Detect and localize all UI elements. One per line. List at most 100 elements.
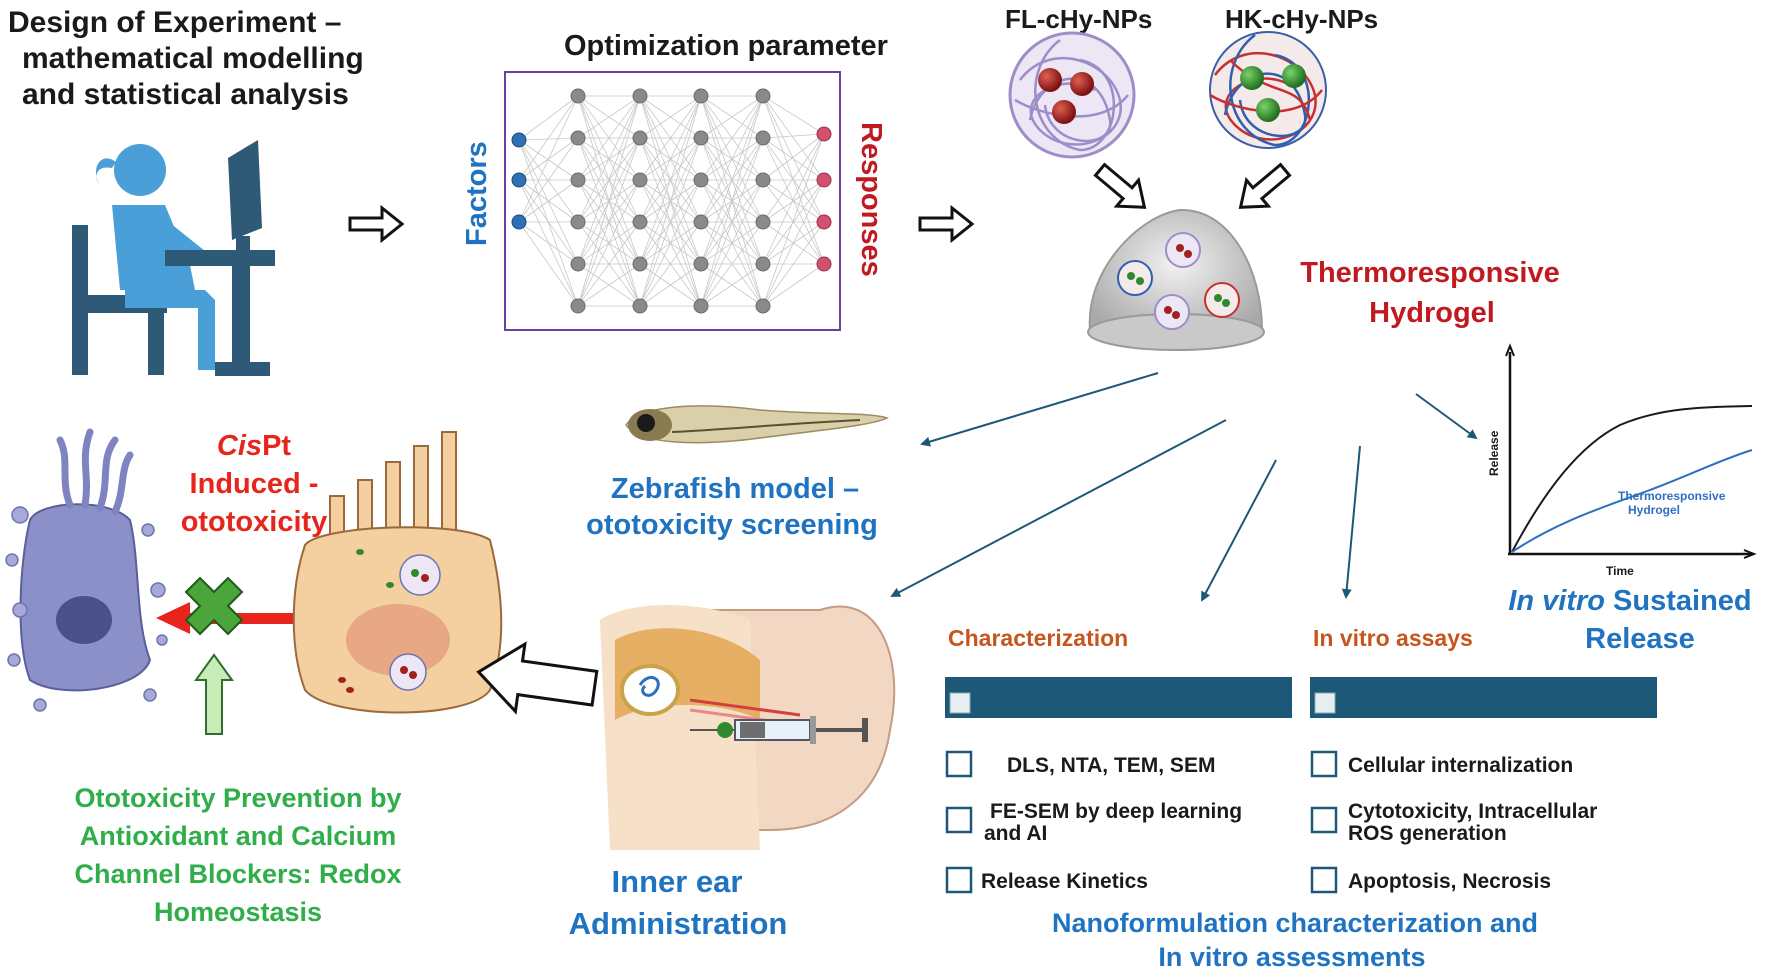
hidden-node: [632, 130, 648, 146]
characterization-heading: Characterization: [948, 625, 1128, 651]
characterization-bar-checkbox: [949, 692, 971, 714]
network-edge: [577, 95, 641, 307]
network-edge: [639, 179, 702, 307]
network-edge: [700, 137, 764, 307]
in-vitro-checkbox-3: [1310, 866, 1338, 894]
hidden-node: [755, 172, 771, 188]
hidden-node: [570, 130, 586, 146]
hydrogel-label-line1: Thermoresponsive: [1300, 257, 1559, 289]
release-caption-rest: Sustained: [1605, 585, 1752, 617]
factor-node: [511, 132, 527, 148]
network-edge: [518, 221, 579, 307]
hidden-node: [632, 172, 648, 188]
network-edge: [700, 263, 764, 307]
in-vitro-bar-checkbox: [1314, 692, 1336, 714]
neural-network-nodes: [511, 88, 832, 314]
hydrogel-output-arrows: [890, 372, 1478, 602]
hydrogel-drop-icon: [1087, 208, 1265, 351]
in-vitro-item-3: Apoptosis, Necrosis: [1348, 870, 1551, 893]
network-edge: [700, 95, 764, 223]
footer-line2: In vitro assessments: [1158, 942, 1425, 971]
zebrafish-label-line2: ototoxicity screening: [586, 509, 878, 541]
hidden-node: [755, 298, 771, 314]
network-edge: [577, 95, 641, 139]
network-edge: [639, 95, 702, 139]
hidden-node: [693, 214, 709, 230]
network-edge: [762, 133, 825, 307]
network-edge: [639, 137, 702, 307]
cispt-line1: CisPt: [217, 430, 291, 462]
fl-nanoparticle-icon: [1008, 31, 1136, 159]
characterization-bar: [945, 677, 1292, 718]
prevention-line2: Antioxidant and Calcium: [80, 821, 397, 851]
neural-network-edges: [518, 95, 825, 307]
arrow-right-outline-1: [348, 204, 405, 244]
hair-cell-icon: [292, 431, 503, 714]
network-edge: [762, 179, 825, 307]
design-title-line1: Design of Experiment –: [8, 6, 341, 39]
network-edge: [700, 179, 764, 307]
hidden-node: [755, 130, 771, 146]
network-edge: [762, 133, 825, 265]
network-edge: [639, 263, 702, 307]
network-edge: [518, 221, 579, 265]
network-edge: [577, 137, 641, 307]
network-edge: [762, 95, 825, 135]
release-chart-ylabel: Release: [1487, 430, 1501, 476]
network-edge: [518, 139, 579, 181]
hidden-node: [570, 298, 586, 314]
cispt-italic: Cis: [217, 430, 262, 462]
arrow-to-zebrafish: [920, 372, 1159, 447]
hk-nps-label: HK-cHy-NPs: [1225, 4, 1378, 34]
block-x-icon: [184, 576, 244, 636]
hidden-node: [693, 256, 709, 272]
release-curve-free: [1511, 405, 1753, 553]
network-edge: [518, 139, 579, 307]
network-edge: [762, 179, 825, 265]
hidden-node: [570, 256, 586, 272]
network-edge: [577, 95, 641, 265]
factors-label: Factors: [461, 141, 493, 246]
network-edge: [762, 133, 825, 223]
network-edge: [639, 95, 702, 181]
design-title-line3: and statistical analysis: [22, 78, 349, 111]
characterization-checkbox-3: [945, 866, 973, 894]
characterization-checkbox-1: [945, 750, 973, 778]
hidden-node: [632, 214, 648, 230]
arrow-left-outline: [476, 641, 599, 715]
release-series-label-line2: Hydrogel: [1628, 503, 1680, 517]
hidden-node: [632, 298, 648, 314]
fl-nps-label: FL-cHy-NPs: [1005, 4, 1152, 34]
network-edge: [518, 179, 579, 223]
hidden-node: [693, 88, 709, 104]
person-at-computer-icon: [72, 140, 275, 376]
network-edge: [577, 179, 641, 307]
in-vitro-item-2-line1: Cytotoxicity, Intracellular: [1348, 800, 1597, 823]
design-title: Design of Experiment – mathematical mode…: [8, 6, 364, 111]
response-node: [816, 172, 832, 188]
hidden-node: [570, 172, 586, 188]
prevention-up-arrow: [194, 653, 234, 735]
network-edge: [577, 221, 641, 307]
responses-label: Responses: [855, 122, 887, 277]
response-node: [816, 256, 832, 272]
release-series-label-line1: Thermoresponsive: [1618, 489, 1726, 503]
network-edge: [700, 221, 764, 307]
factor-node: [511, 214, 527, 230]
hidden-node: [755, 214, 771, 230]
network-edge: [577, 263, 641, 307]
network-edge: [700, 95, 764, 307]
release-chart: Release Time Thermoresponsive Hydrogel: [1487, 343, 1757, 578]
arrow-right-outline-2: [918, 204, 975, 244]
network-edge: [577, 95, 641, 223]
network-edge: [762, 179, 825, 223]
inner-ear-icon: [600, 605, 896, 850]
hidden-node: [755, 256, 771, 272]
network-edge: [518, 137, 579, 141]
network-edge: [700, 95, 764, 139]
network-edge: [700, 95, 764, 181]
network-edge: [762, 263, 825, 307]
in-vitro-item-1: Cellular internalization: [1348, 754, 1573, 777]
